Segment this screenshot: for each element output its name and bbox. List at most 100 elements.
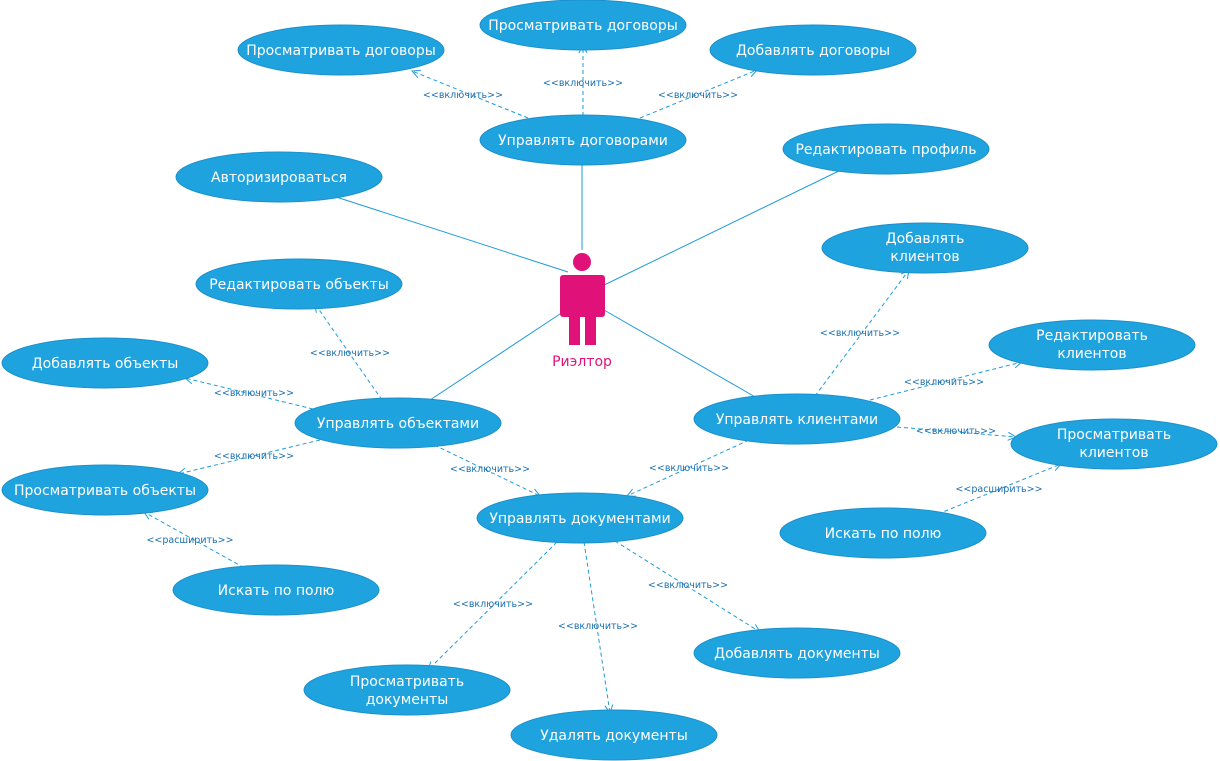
label-line: Просматривать: [1057, 427, 1171, 443]
include-edit-clients: [869, 362, 1022, 401]
assoc-authorize: [329, 194, 569, 273]
ellipse-shape: [782, 123, 990, 175]
label-line: клиентов: [1079, 445, 1148, 461]
include-label: <<включить>>: [904, 377, 984, 388]
assoc-edit-profile: [597, 167, 846, 289]
use-case-label: Редактировать объекты: [209, 277, 389, 293]
label-line: Просматривать: [350, 674, 464, 690]
ellipse-shape: [479, 114, 687, 166]
include-label: <<включить>>: [543, 78, 623, 89]
actor-figure-icon: [560, 253, 605, 345]
extend-label: <<расширить>>: [146, 535, 233, 546]
use-case-manage-objects[interactable]: Управлять объектами: [294, 397, 502, 449]
ellipse-shape: [1010, 418, 1218, 470]
label-line: клиентов: [890, 249, 959, 265]
use-case-add-clients[interactable]: Добавлять клиентов: [821, 222, 1029, 274]
associations: [329, 162, 846, 401]
include-label: <<включить>>: [648, 580, 728, 591]
use-case-edit-clients[interactable]: Редактировать клиентов: [988, 319, 1196, 371]
use-case-label: Управлять договорами: [498, 133, 668, 149]
include-label: <<включить>>: [214, 451, 294, 462]
use-case-label: Просматривать клиентов: [1057, 427, 1171, 461]
use-case-view-contracts-left[interactable]: Просматривать договоры: [237, 24, 445, 76]
use-case-label: Добавлять клиентов: [886, 231, 965, 265]
use-case-label: Управлять клиентами: [716, 412, 878, 428]
ellipse-shape: [1, 464, 209, 516]
include-add-documents: [614, 540, 760, 632]
include-add-contracts: [639, 70, 757, 119]
use-case-view-documents[interactable]: Просматривать документы: [303, 664, 511, 716]
label-line: клиентов: [1057, 346, 1126, 362]
ellipse-shape: [693, 627, 901, 679]
ellipse-shape: [294, 397, 502, 449]
include-label: <<включить>>: [310, 348, 390, 359]
use-case-add-documents[interactable]: Добавлять документы: [693, 627, 901, 679]
ellipse-shape: [172, 564, 380, 616]
ellipse-shape: [195, 258, 403, 310]
use-case-label: Управлять документами: [489, 511, 670, 527]
ellipse-shape: [779, 507, 987, 559]
use-case-label: Добавлять объекты: [32, 356, 179, 372]
ellipse-shape: [175, 151, 383, 203]
use-case-add-contracts[interactable]: Добавлять договоры: [709, 24, 917, 76]
use-case-search-field-right[interactable]: Искать по полю: [779, 507, 987, 559]
include-label: <<включить>>: [450, 464, 530, 475]
include-label: <<включить>>: [820, 328, 900, 339]
extend-label: <<расширить>>: [955, 484, 1042, 495]
include-add-objects: [185, 378, 314, 410]
use-case-delete-documents[interactable]: Удалять документы: [510, 709, 718, 761]
use-case-authorize[interactable]: Авторизироваться: [175, 151, 383, 203]
include-label: <<включить>>: [649, 463, 729, 474]
ellipse-shape: [510, 709, 718, 761]
ellipse-shape: [693, 393, 901, 445]
ellipse-shape: [821, 222, 1029, 274]
include-label: <<включить>>: [658, 90, 738, 101]
use-case-view-contracts-top[interactable]: Просматривать договоры: [479, 0, 687, 51]
ellipse-shape: [709, 24, 917, 76]
include-view-documents: [428, 541, 558, 670]
ellipse-shape: [476, 492, 684, 544]
ellipse-shape: [988, 319, 1196, 371]
use-case-label: Редактировать клиентов: [1036, 328, 1148, 362]
label-line: документы: [366, 692, 449, 708]
use-case-search-field-left[interactable]: Искать по полю: [172, 564, 380, 616]
use-case-label: Добавлять документы: [714, 646, 880, 662]
ellipse-shape: [303, 664, 511, 716]
actor-realtor[interactable]: Риэлтор: [552, 253, 612, 370]
ellipse-shape: [237, 24, 445, 76]
use-case-edit-objects[interactable]: Редактировать объекты: [195, 258, 403, 310]
use-case-label: Редактировать профиль: [795, 142, 976, 158]
assoc-manage-objects: [429, 309, 567, 401]
use-case-label: Просматривать договоры: [246, 43, 436, 59]
include-label: <<включить>>: [558, 621, 638, 632]
use-case-label: Управлять объектами: [317, 416, 479, 432]
include-label: <<включить>>: [453, 599, 533, 610]
include-add-clients: [814, 270, 909, 397]
use-case-edit-profile[interactable]: Редактировать профиль: [782, 123, 990, 175]
stereotype-labels: <<включить>> <<включить>> <<включить>> <…: [146, 78, 1042, 632]
use-case-label: Просматривать договоры: [488, 18, 678, 34]
extend-view-objects: [144, 512, 251, 572]
include-view-clients: [896, 426, 1016, 437]
use-case-label: Искать по полю: [825, 526, 942, 542]
use-case-label: Просматривать объекты: [14, 483, 196, 499]
assoc-manage-clients: [603, 309, 758, 399]
label-line: Редактировать: [1036, 328, 1148, 344]
include-label: <<включить>>: [214, 388, 294, 399]
include-view-objects: [178, 439, 321, 474]
use-case-label: Добавлять договоры: [736, 43, 890, 59]
use-case-label: Просматривать документы: [350, 674, 464, 708]
include-manage-documents-from-clients: [627, 439, 750, 496]
use-case-manage-documents[interactable]: Управлять документами: [476, 492, 684, 544]
use-case-label: Искать по полю: [218, 583, 335, 599]
label-line: Добавлять: [886, 231, 965, 247]
include-label: <<включить>>: [423, 90, 503, 101]
use-case-add-objects[interactable]: Добавлять объекты: [1, 337, 209, 389]
extend-view-clients: [937, 464, 1061, 515]
use-case-view-objects[interactable]: Просматривать объекты: [1, 464, 209, 516]
use-case-manage-contracts[interactable]: Управлять договорами: [479, 114, 687, 166]
use-case-manage-clients[interactable]: Управлять клиентами: [693, 393, 901, 445]
include-delete-documents: [583, 541, 610, 713]
use-case-view-clients[interactable]: Просматривать клиентов: [1010, 418, 1218, 470]
